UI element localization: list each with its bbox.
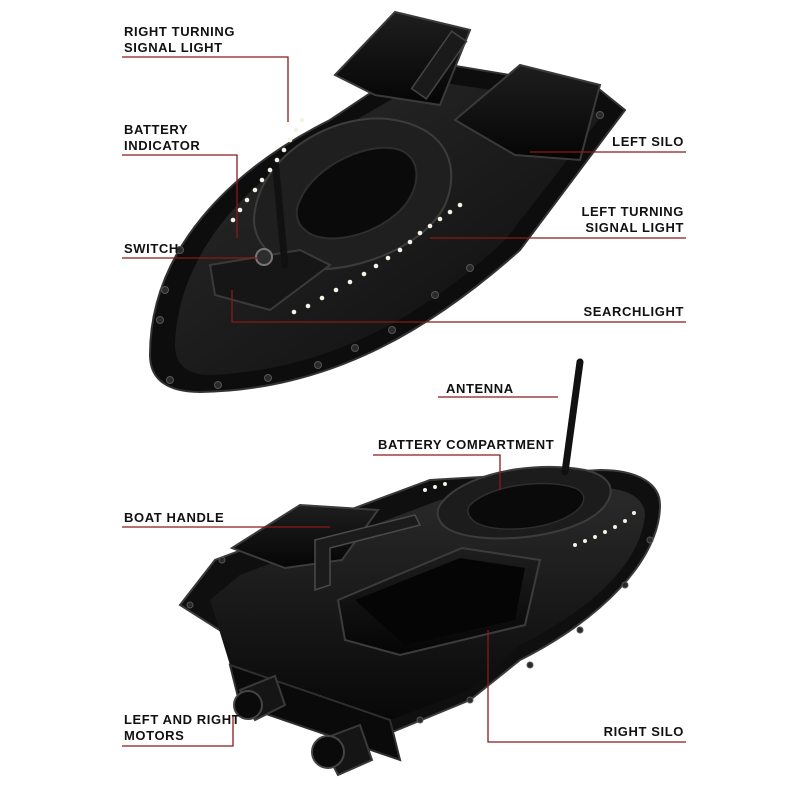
bottom-led-strips xyxy=(423,482,636,547)
leader-motors xyxy=(122,715,234,747)
label-battery-compartment-text: BATTERY COMPARTMENT xyxy=(378,437,555,452)
label-right-turning-line2: SIGNAL LIGHT xyxy=(124,40,223,55)
label-left-turning-line2: SIGNAL LIGHT xyxy=(585,220,684,235)
label-right-turning-line1: RIGHT TURNING xyxy=(124,24,236,39)
label-searchlight: SEARCHLIGHT xyxy=(584,304,685,320)
label-left-turning-signal: LEFT TURNING SIGNAL LIGHT xyxy=(581,204,684,236)
bottom-rivets xyxy=(186,536,654,724)
bottom-handle xyxy=(314,514,422,592)
leader-right-turning xyxy=(122,56,289,122)
label-left-silo: LEFT SILO xyxy=(612,134,684,150)
top-rivets xyxy=(156,111,604,389)
top-left-silo xyxy=(453,63,602,162)
bottom-battery-cover-window xyxy=(467,482,585,530)
top-antenna xyxy=(271,156,289,269)
bottom-right-silo-inner xyxy=(355,558,525,645)
label-motors-line2: MOTORS xyxy=(124,728,185,743)
label-antenna: ANTENNA xyxy=(446,381,514,397)
label-right-silo-text: RIGHT SILO xyxy=(603,724,684,739)
label-battery-indicator: BATTERY INDICATOR xyxy=(124,122,200,154)
label-boat-handle: BOAT HANDLE xyxy=(124,510,224,526)
leader-right-silo xyxy=(487,630,686,743)
top-led-left-strip xyxy=(230,117,305,223)
top-battery-cover-window xyxy=(295,146,418,240)
top-handle xyxy=(410,30,468,100)
bottom-motors xyxy=(233,674,374,777)
leader-battery-indicator xyxy=(122,154,238,238)
label-antenna-text: ANTENNA xyxy=(446,381,514,396)
label-right-turning-signal: RIGHT TURNING SIGNAL LIGHT xyxy=(124,24,235,56)
label-searchlight-text: SEARCHLIGHT xyxy=(583,304,684,319)
leader-searchlight xyxy=(231,290,686,323)
leader-battery-compartment xyxy=(373,454,501,490)
top-switch xyxy=(255,248,273,266)
label-battery-indicator-line2: INDICATOR xyxy=(124,138,201,153)
label-right-silo: RIGHT SILO xyxy=(604,724,684,740)
label-battery-indicator-line1: BATTERY xyxy=(124,122,189,137)
label-left-turning-line1: LEFT TURNING xyxy=(581,204,684,219)
top-boat xyxy=(148,10,627,394)
label-switch-text: SWITCH xyxy=(124,241,179,256)
leader-lines xyxy=(122,56,686,747)
label-left-silo-text: LEFT SILO xyxy=(612,134,684,149)
top-led-right-strip xyxy=(291,202,463,315)
bottom-antenna xyxy=(561,358,584,476)
label-boat-handle-text: BOAT HANDLE xyxy=(124,510,225,525)
label-motors: LEFT AND RIGHT MOTORS xyxy=(124,712,240,744)
label-switch: SWITCH xyxy=(124,241,179,257)
bottom-boat xyxy=(178,358,662,777)
label-motors-line1: LEFT AND RIGHT xyxy=(124,712,241,727)
label-battery-compartment: BATTERY COMPARTMENT xyxy=(378,437,554,453)
